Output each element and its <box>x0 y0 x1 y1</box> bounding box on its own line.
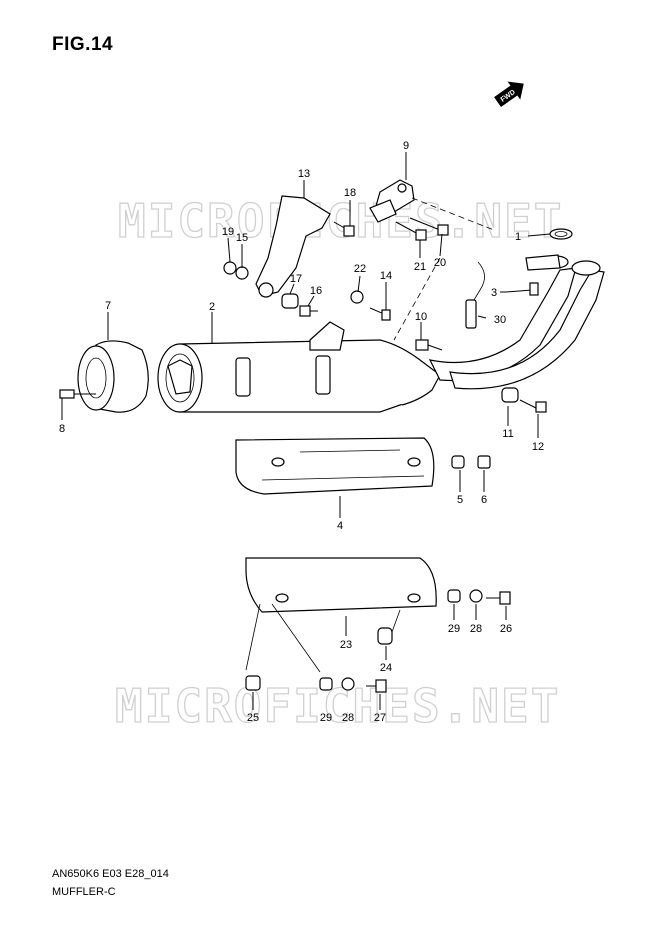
callout-10: 10 <box>415 311 427 323</box>
part-2-muffler <box>157 321 441 413</box>
watermark-bottom: MICROFICHES.NET <box>115 679 560 733</box>
callout-25: 25 <box>247 712 259 724</box>
part-26-bolt <box>486 591 511 605</box>
leader-lines <box>61 152 551 710</box>
part-14-bolt <box>369 307 391 321</box>
callout-22: 22 <box>354 263 366 275</box>
callout-14: 14 <box>380 270 392 282</box>
part-3-stud <box>505 282 539 296</box>
callout-12: 12 <box>532 441 544 453</box>
part-28-washer <box>469 589 483 603</box>
part-18-bolt <box>333 221 355 237</box>
fwd-arrow-icon: FWD <box>494 81 524 107</box>
part-29-cushion <box>447 589 461 603</box>
callout-23: 23 <box>340 639 352 651</box>
part-10-bolt <box>415 339 443 351</box>
callout-5: 5 <box>457 494 463 506</box>
part-30-sensor <box>465 261 485 329</box>
callout-27: 27 <box>374 712 386 724</box>
callout-19: 19 <box>222 226 234 238</box>
part-29-cushion-lower <box>319 677 333 691</box>
callout-8: 8 <box>59 423 65 435</box>
callout-4: 4 <box>337 520 343 532</box>
part-15-washer <box>235 266 249 280</box>
callout-29-lower: 29 <box>320 712 332 724</box>
part-5-cushion <box>451 455 465 469</box>
callout-2: 2 <box>209 301 215 313</box>
callout-15: 15 <box>236 232 248 244</box>
callout-labels: 1 2 3 4 5 6 7 8 9 10 11 12 13 14 15 16 1… <box>59 140 544 724</box>
callout-28: 28 <box>470 623 482 635</box>
watermark-top: MICROFICHES.NET <box>118 194 563 248</box>
part-22-washer <box>350 290 364 304</box>
callout-28-lower: 28 <box>342 712 354 724</box>
callout-17: 17 <box>290 273 302 285</box>
callout-24: 24 <box>380 662 392 674</box>
figure-code: AN650K6 E03 E28_014 <box>52 868 169 880</box>
part-6-bolt <box>477 455 491 469</box>
part-4-heat-shield <box>235 437 435 495</box>
part-28-washer-lower <box>341 677 355 691</box>
callout-20: 20 <box>434 257 446 269</box>
part-25-cushion <box>245 675 261 691</box>
callout-1: 1 <box>515 231 521 243</box>
callout-7: 7 <box>105 300 111 312</box>
exhaust-pipes <box>428 254 605 390</box>
callout-21: 21 <box>414 261 426 273</box>
part-7-end-cap <box>77 340 149 413</box>
part-17-cushion <box>281 293 299 309</box>
callout-30: 30 <box>494 314 506 326</box>
part-1-gasket <box>549 228 573 240</box>
callout-18: 18 <box>344 187 356 199</box>
part-27-bolt <box>366 679 387 693</box>
part-16-bolt <box>299 305 318 317</box>
figure-name: MUFFLER-C <box>52 886 116 898</box>
part-20-bolt <box>409 217 449 236</box>
figure-title: FIG.14 <box>52 34 114 55</box>
part-11-cushion <box>501 387 519 403</box>
callout-29: 29 <box>448 623 460 635</box>
callout-13: 13 <box>298 168 310 180</box>
callout-6: 6 <box>481 494 487 506</box>
callout-26: 26 <box>500 623 512 635</box>
callout-16: 16 <box>310 285 322 297</box>
part-13-bracket <box>255 195 331 298</box>
callout-11: 11 <box>502 428 513 440</box>
part-23-heat-shield <box>245 557 437 613</box>
part-19-nut <box>223 261 237 275</box>
callout-9: 9 <box>403 140 409 152</box>
part-21-bolt <box>395 221 427 241</box>
part-9-bracket <box>369 179 415 223</box>
part-12-bolt <box>519 399 547 413</box>
callout-3: 3 <box>491 287 497 299</box>
part-8-bolt <box>59 389 96 399</box>
part-24-cushion <box>377 627 393 645</box>
